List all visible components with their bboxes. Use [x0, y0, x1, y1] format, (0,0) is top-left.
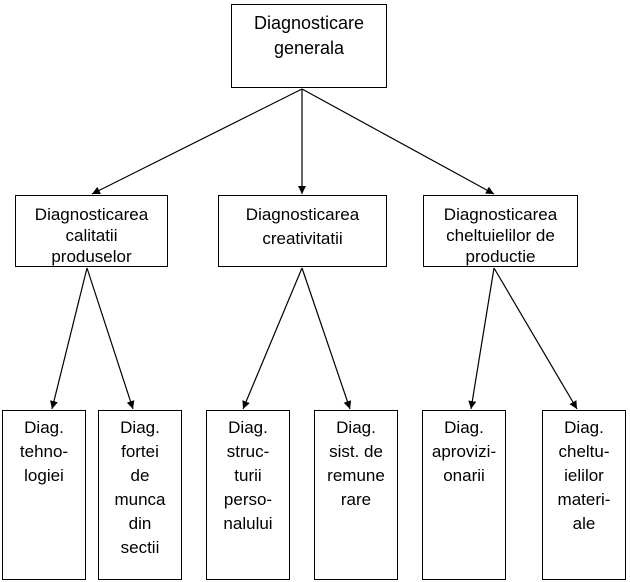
- node-staff-structure: Diag. struc- turii perso- nalului: [206, 410, 290, 580]
- node-pay-system: Diag. sist. de remune rare: [314, 410, 398, 580]
- node-general-diagnosis-label: Diagnosticare generala: [253, 13, 365, 58]
- node-technology-label: Diag. tehno- logiei: [19, 418, 69, 485]
- node-production-costs: Diagnosticarea cheltuielilor de producti…: [423, 195, 578, 267]
- node-material-costs: Diag. cheltu- ielilor materi- ale: [542, 410, 626, 580]
- arrow-quality-to-labor: [86, 267, 135, 410]
- node-technology: Diag. tehno- logiei: [2, 410, 86, 580]
- arrow-root-to-costs: [301, 88, 495, 195]
- node-workforce-label: Diag. fortei de munca din sectii: [114, 418, 166, 557]
- arrow-creativity-to-struct: [242, 267, 303, 410]
- node-product-quality-label: Diagnosticarea calitatii produselor: [34, 205, 149, 266]
- node-workforce: Diag. fortei de munca din sectii: [98, 410, 182, 580]
- arrow-quality-to-tech: [50, 267, 88, 410]
- node-material-costs-label: Diag. cheltu- ielilor materi- ale: [557, 418, 611, 533]
- node-staff-structure-label: Diag. struc- turii perso- nalului: [223, 418, 273, 533]
- node-creativity: Diagnosticarea creativitatii: [218, 195, 387, 267]
- arrow-costs-to-material: [493, 267, 578, 410]
- node-production-costs-label: Diagnosticarea cheltuielilor de producti…: [443, 205, 558, 266]
- node-procurement: Diag. aprovizi- onarii: [422, 410, 506, 580]
- node-product-quality: Diagnosticarea calitatii produselor: [15, 195, 168, 267]
- arrow-creativity-to-pay: [301, 267, 352, 410]
- node-creativity-label: Diagnosticarea creativitatii: [245, 205, 360, 248]
- node-procurement-label: Diag. aprovizi- onarii: [431, 418, 497, 485]
- node-general-diagnosis: Diagnosticare generala: [231, 4, 387, 88]
- node-pay-system-label: Diag. sist. de remune rare: [327, 418, 385, 509]
- arrow-root-to-quality: [91, 88, 303, 195]
- arrow-costs-to-supply: [468, 267, 495, 410]
